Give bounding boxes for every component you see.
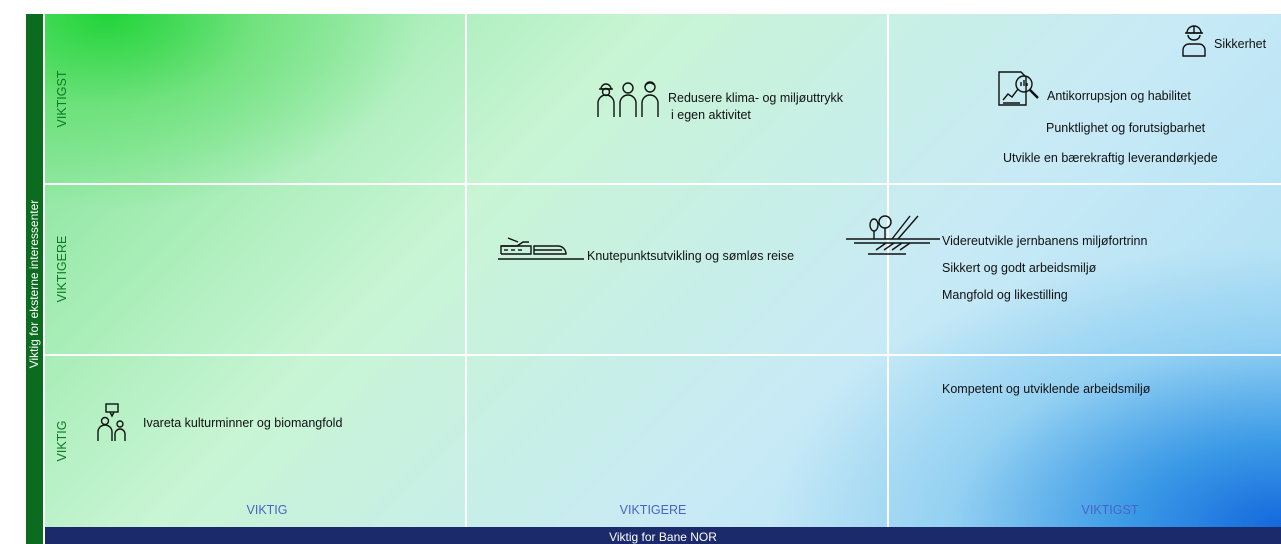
topic-arbeidsmiljo: Sikkert og godt arbeidsmiljø [942, 261, 1097, 275]
grid-divider-vertical-1 [465, 14, 467, 527]
worker-helmet-icon [1180, 22, 1208, 58]
topic-knutepunkt: Knutepunktsutvikling og sømløs reise [587, 249, 795, 263]
column-label-left: VIKTIG [246, 503, 288, 517]
document-magnifier-icon [996, 70, 1040, 108]
grid-divider-horizontal-1 [45, 183, 1281, 185]
topic-sikkerhet: Sikkerhet [1214, 37, 1267, 51]
y-axis-bar [26, 14, 43, 544]
column-label-middle: VIKTIGERE [619, 503, 687, 517]
grid-divider-horizontal-2 [45, 354, 1281, 356]
topic-leverandor: Utvikle en bærekraftig leverandørkjede [1003, 151, 1218, 165]
column-label-right: VIKTIGST [1081, 503, 1139, 517]
train-icon [498, 236, 584, 262]
topic-punktlighet: Punktlighet og forutsigbarhet [1046, 121, 1206, 135]
topic-kulturminner: Ivareta kulturminner og biomangfold [143, 416, 343, 430]
row-label-bottom: VIKTIG [55, 420, 69, 462]
topic-mangfold: Mangfold og likestilling [942, 288, 1068, 302]
topic-klima-line2: i egen aktivitet [671, 108, 751, 122]
landscape-rail-icon [846, 214, 940, 260]
x-axis-title: Viktig for Bane NOR [609, 530, 717, 544]
people-group-icon [596, 80, 660, 118]
topic-klima-line1: Redusere klima- og miljøuttrykk [668, 91, 844, 105]
topic-kompetent: Kompetent og utviklende arbeidsmiljø [942, 382, 1151, 396]
topic-antikorrupsjon: Antikorrupsjon og habilitet [1047, 89, 1191, 103]
y-axis-title: Viktig for eksterne interessenter [27, 199, 41, 369]
topic-miljofortrinn: Videreutvikle jernbanens miljøfortrinn [942, 234, 1148, 248]
materiality-matrix: VIKTIGST VIKTIGERE VIKTIG VIKTIG VIKTIGE… [45, 14, 1281, 527]
row-label-top: VIKTIGST [55, 70, 69, 128]
x-axis-bar: Viktig for Bane NOR [45, 527, 1281, 544]
row-label-middle: VIKTIGERE [55, 235, 69, 303]
grid-divider-vertical-2 [887, 14, 889, 527]
people-speech-icon [96, 402, 130, 442]
